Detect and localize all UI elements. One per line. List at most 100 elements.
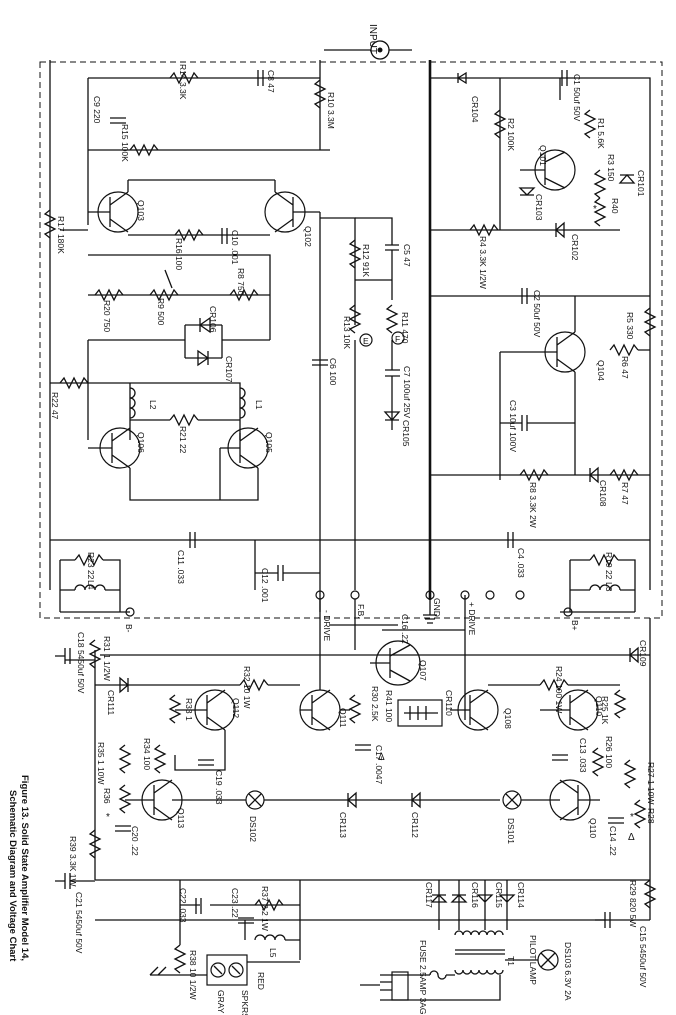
resistor-r1: R1 5.6K [583, 109, 606, 149]
svg-text:CR116: CR116 [470, 882, 480, 908]
resistor-r4: R4 3.3K 1/2W [469, 223, 499, 289]
svg-text:Q105: Q105 [264, 432, 274, 453]
node-gnd [425, 590, 435, 600]
transistor-q105: Q105 [220, 427, 274, 469]
diode-cr104: CR104 [456, 71, 480, 123]
svg-text:R13 10K: R13 10K [342, 316, 352, 349]
svg-text:Δ: Δ [378, 752, 385, 763]
capacitor-c21: C21 5450uf 50V [55, 873, 95, 954]
capacitor-c19: C19 .033 [174, 730, 226, 805]
svg-text:Q106: Q106 [136, 432, 146, 453]
svg-text:C10 .001: C10 .001 [230, 230, 240, 265]
svg-text:B+: B+ [570, 620, 580, 631]
transistor-q109: Q110 [540, 689, 604, 731]
inductor-l5: L5 [244, 920, 300, 958]
svg-text:CR109: CR109 [638, 640, 648, 667]
resistor-r9: R9 500 [149, 269, 179, 326]
svg-text:R21 22: R21 22 [178, 426, 188, 454]
svg-text:R19 22: R19 22 [604, 552, 614, 580]
svg-text:E: E [363, 336, 369, 346]
capacitor-c10: C10 .001 [221, 228, 240, 265]
diode-cr106: CR106 [185, 306, 222, 334]
resistor-r19: R19 22 [589, 552, 619, 580]
svg-text:CR106: CR106 [208, 306, 218, 333]
svg-text:*: * [593, 204, 597, 215]
svg-text:F: F [395, 334, 400, 344]
svg-text:CR108: CR108 [598, 480, 608, 507]
svg-text:CR102: CR102 [570, 234, 580, 261]
svg-text:R7 47: R7 47 [620, 482, 630, 505]
svg-text:C19 .033: C19 .033 [214, 770, 224, 805]
svg-text:C9 220: C9 220 [92, 96, 102, 124]
transistor-q101: Q101 [520, 145, 576, 191]
resistor-r23: R23 22 [74, 552, 104, 580]
svg-text:R39 3.3K 1W: R39 3.3K 1W [68, 836, 78, 887]
svg-text:R24 100 1W: R24 100 1W [554, 666, 564, 713]
capacitor-c14: C14 .22 Δ [608, 817, 635, 856]
svg-text:GND: GND [432, 598, 442, 617]
svg-text:INPUT: INPUT [367, 24, 378, 54]
svg-text:R15 100K: R15 100K [120, 124, 130, 162]
svg-text:L2: L2 [148, 400, 158, 410]
svg-text:R5 330: R5 330 [625, 312, 635, 340]
chassis-outline [39, 61, 663, 619]
svg-text:R28: R28 [646, 808, 656, 824]
resistor-r28: R28 * [630, 799, 656, 829]
svg-text:L5: L5 [268, 948, 278, 958]
resistor-r32: R32 10 1W [239, 666, 269, 709]
resistor-r29: R29 820 5W [628, 879, 657, 927]
capacitor-c11: C11 .033 [176, 532, 196, 584]
lamp-ds101: DS101 [502, 790, 522, 844]
svg-text:R27 1 10W: R27 1 10W [646, 762, 656, 805]
resistor-r11: R11 470 F [385, 304, 410, 345]
svg-text:R40: R40 [610, 198, 620, 214]
inductor-l2: L2 [129, 387, 158, 419]
diode-cr114: CR114 [498, 880, 526, 930]
resistor-r3: R3 150 [593, 154, 616, 199]
svg-text:C15 5450uf 50V: C15 5450uf 50V [638, 926, 648, 988]
resistor-r8-2w: R8 3.3K 2W [519, 468, 549, 528]
svg-text:*: * [630, 812, 634, 823]
svg-text:R1 5.6K: R1 5.6K [596, 118, 606, 149]
resistor-r12: R12 91K [348, 239, 371, 277]
figure-caption: Figure 13. Solid State Amplifier Model 1… [7, 775, 30, 962]
svg-text:R14 3.3K: R14 3.3K [178, 64, 188, 100]
svg-text:R4 3.3K 1/2W: R4 3.3K 1/2W [478, 236, 488, 289]
resistor-r20: R20 750 [94, 288, 124, 332]
svg-text:C22 .033: C22 .033 [178, 888, 188, 923]
resistor-r6: R6 47 [609, 343, 639, 379]
capacitor-c3: C3 10uf 100V [508, 400, 528, 452]
svg-text:C1 50uf 50V: C1 50uf 50V [572, 74, 582, 122]
transistor-q103: Q103 [88, 191, 146, 233]
svg-text:CR113: CR113 [338, 812, 348, 838]
capacitor-c17: C17 .0047 Δ [355, 744, 385, 784]
resistor-r34: R34 100 [142, 738, 167, 774]
svg-text:CR114: CR114 [516, 882, 526, 908]
resistor-r5: R5 330 [625, 307, 657, 340]
svg-text:Q110: Q110 [588, 818, 598, 838]
resistor-r21: R21 22 [169, 413, 199, 454]
svg-text:R12 91K: R12 91K [361, 244, 371, 277]
svg-text:CR105: CR105 [401, 420, 411, 447]
svg-text:DS102: DS102 [248, 816, 258, 842]
svg-text:C21 5450uf 50V: C21 5450uf 50V [74, 892, 84, 954]
svg-text:C17 .0047: C17 .0047 [374, 745, 384, 784]
node-b-plus: B+ [563, 607, 580, 631]
svg-text:R22 47: R22 47 [50, 392, 60, 420]
svg-text:R6 47: R6 47 [620, 356, 630, 379]
svg-text:C7 100uf 25V: C7 100uf 25V [402, 366, 412, 418]
transistor-q108: Q108 [450, 689, 513, 731]
svg-text:C13 .033: C13 .033 [578, 738, 588, 773]
resistor-r26: R26 100 [591, 736, 614, 777]
transistor-q112: Q112 [175, 689, 241, 731]
svg-text:CR107: CR107 [224, 356, 234, 383]
svg-text:Q102: Q102 [303, 226, 313, 247]
svg-text:R8 750: R8 750 [236, 268, 246, 296]
resistor-r15: R15 100K [120, 124, 159, 162]
svg-text:R25 1K: R25 1K [600, 696, 610, 725]
resistor-r13: R13 10K E [342, 304, 373, 349]
resistor-r22: R22 47 [50, 376, 89, 420]
resistor-r2: R2 100K [493, 109, 516, 151]
svg-text:Q104: Q104 [596, 360, 606, 381]
